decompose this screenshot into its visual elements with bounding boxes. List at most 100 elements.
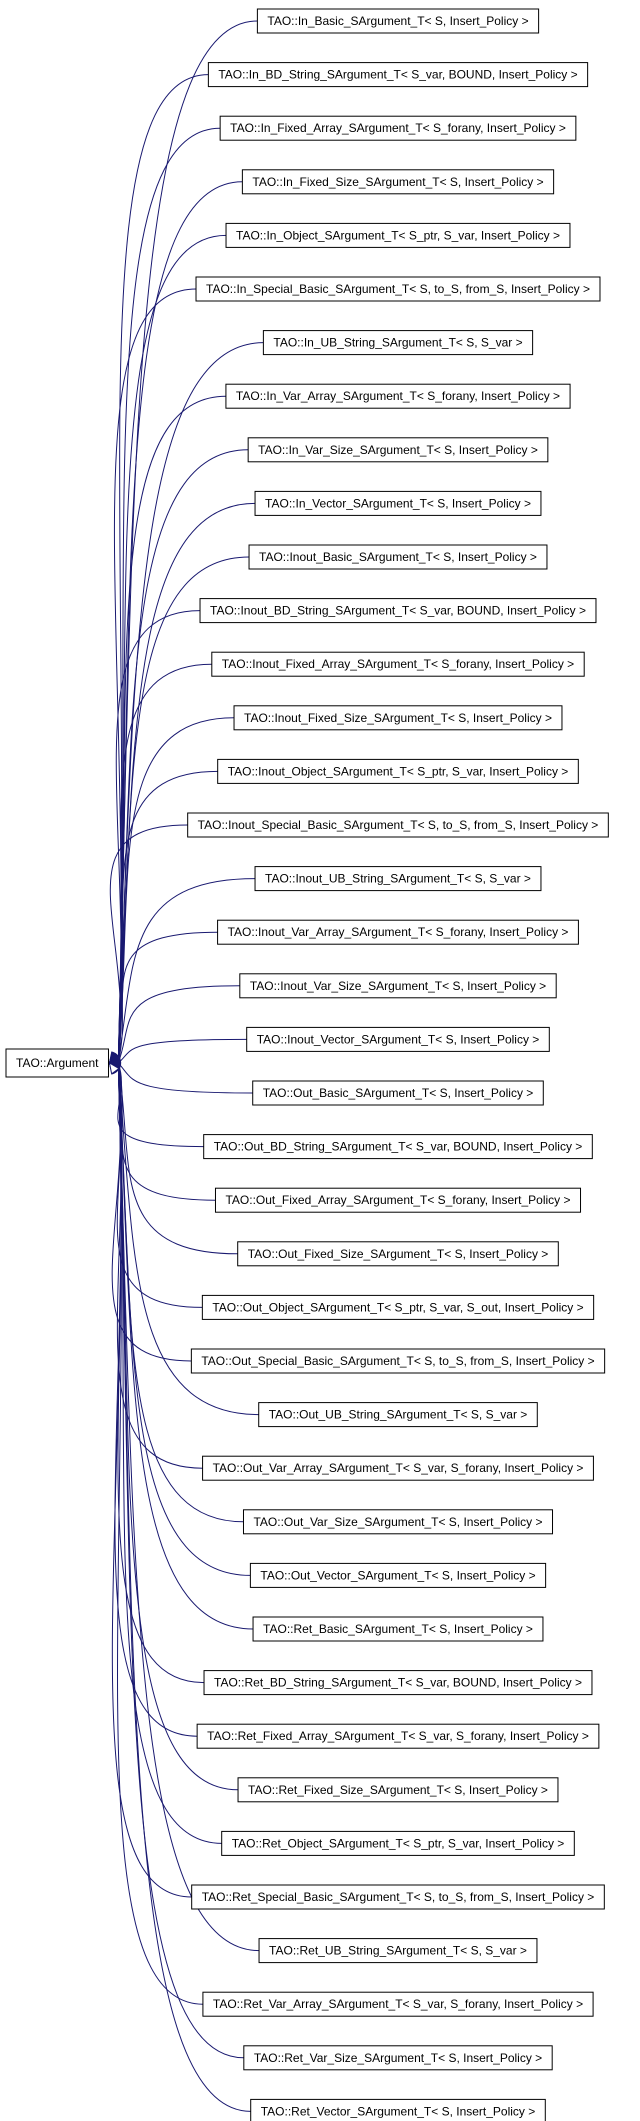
derived-class-box[interactable] [202,1991,594,2017]
derived-class-box[interactable] [256,8,540,34]
base-class-node[interactable]: TAO::Argument [5,1048,109,1078]
inheritance-edge [116,1067,203,1469]
derived-class-box[interactable] [191,1884,605,1910]
derived-class-box[interactable] [243,2045,553,2071]
derived-class-node[interactable]: TAO::Ret_Special_Basic_SArgument_T< S, t… [191,1884,605,1910]
derived-class-box[interactable] [246,1026,550,1052]
derived-class-node[interactable]: TAO::Inout_Var_Array_SArgument_T< S_fora… [217,919,579,945]
derived-class-node[interactable]: TAO::Ret_Var_Size_SArgument_T< S, Insert… [243,2045,553,2071]
inheritance-edge [117,449,249,1056]
derived-class-box[interactable] [254,866,542,892]
derived-class-box[interactable] [196,1723,600,1749]
derived-class-box[interactable] [202,1455,594,1481]
inheritance-edge [111,1072,192,1898]
derived-class-node[interactable]: TAO::Inout_Fixed_Array_SArgument_T< S_fo… [211,651,585,677]
derived-class-box[interactable] [207,62,589,88]
inheritance-edge [116,1065,203,1308]
derived-class-node[interactable]: TAO::In_Var_Array_SArgument_T< S_forany,… [225,383,571,409]
derived-class-label: TAO::In_Basic_SArgument_T< S, Insert_Pol… [267,14,528,28]
derived-class-box[interactable] [187,812,609,838]
derived-class-box[interactable] [214,1187,582,1213]
derived-class-node[interactable]: TAO::Out_UB_String_SArgument_T< S, S_var… [258,1402,538,1428]
derived-class-label: TAO::In_Var_Size_SArgument_T< S, Insert_… [258,443,538,457]
derived-class-box[interactable] [225,222,571,248]
derived-class-box[interactable] [252,1616,544,1642]
derived-class-node[interactable]: TAO::In_Vector_SArgument_T< S, Insert_Po… [254,490,542,516]
derived-class-box[interactable] [217,758,579,784]
derived-class-node[interactable]: TAO::Ret_Fixed_Array_SArgument_T< S_var,… [196,1723,600,1749]
derived-class-node[interactable]: TAO::Out_Special_Basic_SArgument_T< S, t… [190,1348,606,1374]
derived-class-label: TAO::Ret_Fixed_Size_SArgument_T< S, Inse… [248,1783,548,1797]
derived-class-node[interactable]: TAO::Ret_Basic_SArgument_T< S, Insert_Po… [252,1616,544,1642]
derived-class-node[interactable]: TAO::Ret_Vector_SArgument_T< S, Insert_P… [250,2098,546,2121]
derived-class-label: TAO::Inout_UB_String_SArgument_T< S, S_v… [265,872,531,886]
derived-class-node[interactable]: TAO::Inout_BD_String_SArgument_T< S_var,… [199,598,597,624]
derived-class-box[interactable] [199,598,597,624]
derived-class-node[interactable]: TAO::Out_Vector_SArgument_T< S, Insert_P… [249,1562,547,1588]
base-class-box[interactable] [5,1048,109,1078]
derived-class-box[interactable] [249,1562,547,1588]
derived-class-node[interactable]: TAO::Out_Var_Array_SArgument_T< S_var, S… [202,1455,594,1481]
derived-class-box[interactable] [201,1294,595,1320]
derived-class-node[interactable]: TAO::Inout_Var_Size_SArgument_T< S, Inse… [239,973,557,999]
derived-class-box[interactable] [237,1777,559,1803]
derived-class-box[interactable] [239,973,557,999]
derived-class-node[interactable]: TAO::In_UB_String_SArgument_T< S, S_var … [262,330,534,356]
derived-class-node[interactable]: TAO::Ret_Fixed_Size_SArgument_T< S, Inse… [237,1777,559,1803]
inheritance-edge [117,1069,254,1630]
derived-class-node[interactable]: TAO::In_Basic_SArgument_T< S, Insert_Pol… [256,8,540,34]
derived-class-box[interactable] [250,2098,546,2121]
derived-class-box[interactable] [233,705,563,731]
derived-class-box[interactable] [258,1938,538,1964]
derived-class-node[interactable]: TAO::Inout_Object_SArgument_T< S_ptr, S_… [217,758,579,784]
derived-class-box[interactable] [252,1080,544,1106]
derived-class-box[interactable] [217,919,579,945]
derived-class-box[interactable] [190,1348,606,1374]
derived-class-node[interactable]: TAO::Ret_Var_Array_SArgument_T< S_var, S… [202,1991,594,2017]
derived-class-label: TAO::Out_BD_String_SArgument_T< S_var, B… [214,1140,583,1154]
derived-class-box[interactable] [254,490,542,516]
derived-class-node[interactable]: TAO::Out_BD_String_SArgument_T< S_var, B… [203,1134,593,1160]
derived-class-node[interactable]: TAO::In_Special_Basic_SArgument_T< S, to… [195,276,601,302]
derived-class-box[interactable] [203,1134,593,1160]
derived-class-box[interactable] [221,1830,575,1856]
derived-class-node[interactable]: TAO::In_Fixed_Size_SArgument_T< S, Inser… [241,169,555,195]
derived-class-node[interactable]: TAO::Inout_Fixed_Size_SArgument_T< S, In… [233,705,563,731]
derived-class-box[interactable] [258,1402,538,1428]
derived-class-node[interactable]: TAO::Ret_BD_String_SArgument_T< S_var, B… [203,1670,593,1696]
derived-class-node[interactable]: TAO::Inout_Vector_SArgument_T< S, Insert… [246,1026,550,1052]
derived-class-node[interactable]: TAO::In_Fixed_Array_SArgument_T< S_foran… [219,115,577,141]
derived-class-box[interactable] [195,276,601,302]
inheritance-edge [118,985,240,1063]
derived-class-node[interactable]: TAO::Out_Fixed_Array_SArgument_T< S_fora… [214,1187,582,1213]
derived-class-label: TAO::Ret_Vector_SArgument_T< S, Insert_P… [261,2104,536,2118]
derived-class-node[interactable]: TAO::In_BD_String_SArgument_T< S_var, BO… [207,62,589,88]
derived-class-box[interactable] [242,1509,554,1535]
derived-class-node[interactable]: TAO::Ret_UB_String_SArgument_T< S, S_var… [258,1938,538,1964]
derived-class-node[interactable]: TAO::Ret_Object_SArgument_T< S_ptr, S_va… [221,1830,575,1856]
derived-class-box[interactable] [262,330,534,356]
derived-class-node[interactable]: TAO::Out_Object_SArgument_T< S_ptr, S_va… [201,1294,595,1320]
derived-class-node[interactable]: TAO::Out_Var_Size_SArgument_T< S, Insert… [242,1509,554,1535]
inheritance-edge [117,1064,216,1201]
derived-class-label: TAO::Inout_Basic_SArgument_T< S, Insert_… [259,550,537,564]
derived-class-box[interactable] [225,383,571,409]
derived-class-node[interactable]: TAO::In_Var_Size_SArgument_T< S, Insert_… [247,437,549,463]
derived-class-box[interactable] [247,437,549,463]
derived-class-label: TAO::Inout_Fixed_Array_SArgument_T< S_fo… [222,657,574,671]
inheritance-edge [117,878,256,1061]
derived-class-box[interactable] [203,1670,593,1696]
derived-class-node[interactable]: TAO::Inout_UB_String_SArgument_T< S, S_v… [254,866,542,892]
derived-class-box[interactable] [237,1241,559,1267]
derived-class-node[interactable]: TAO::Out_Basic_SArgument_T< S, Insert_Po… [252,1080,544,1106]
derived-class-box[interactable] [241,169,555,195]
derived-class-node[interactable]: TAO::Inout_Special_Basic_SArgument_T< S,… [187,812,609,838]
derived-class-box[interactable] [248,544,548,570]
derived-class-node[interactable]: TAO::Out_Fixed_Size_SArgument_T< S, Inse… [237,1241,559,1267]
derived-class-box[interactable] [219,115,577,141]
derived-class-box[interactable] [211,651,585,677]
inheritance-edge [117,931,218,1062]
derived-class-node[interactable]: TAO::Inout_Basic_SArgument_T< S, Insert_… [248,544,548,570]
derived-class-label: TAO::In_Special_Basic_SArgument_T< S, to… [206,282,590,296]
derived-class-node[interactable]: TAO::In_Object_SArgument_T< S_ptr, S_var… [225,222,571,248]
